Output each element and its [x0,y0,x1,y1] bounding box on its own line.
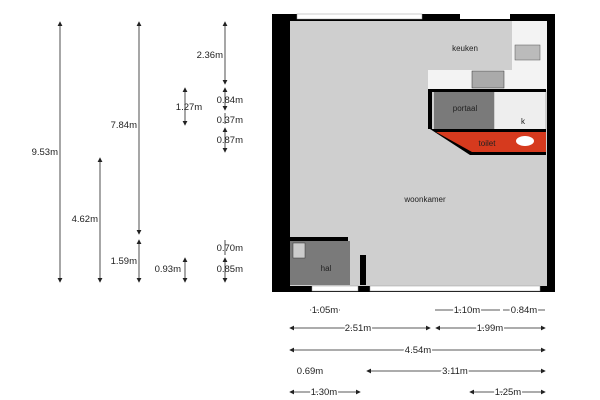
dim-label: 0.37m [217,115,243,126]
horizontal-dimensions: 1.05m 1.10m 0.84m 2.51m 1.99m 4.54m 0.69… [289,304,546,400]
dim-label: 0.87m [217,135,243,146]
wall [428,89,546,92]
dim-label: 0.69m [297,366,323,377]
dim-label: 2.51m [345,323,371,334]
front-door [311,285,359,292]
portaal-room [434,92,494,129]
dim-label: 1.05m [312,305,338,316]
room-label-portaal: portaal [453,104,478,113]
dim-label: 1.25m [495,387,521,398]
window [296,13,423,20]
dim-label: 1.30m [311,387,337,398]
dim-label: 0.84m [511,305,537,316]
sink-icon [514,44,541,61]
stove-icon [471,70,505,89]
dim-label: 0.85m [217,264,243,275]
vertical-dimensions: 9.53m 7.84m 4.62m 1.59m 2.36m 0.84m 1.27… [32,21,243,283]
dim-label: 0.84m [217,95,243,106]
dim-label: 4.54m [405,345,431,356]
stairs-icon [495,92,545,129]
room-label-woonkamer: woonkamer [403,195,446,204]
dim-label: 1.10m [454,305,480,316]
room-label-toilet: toilet [479,139,497,148]
meter-cupboard-icon [292,242,306,259]
toilet-room [436,132,546,152]
dim-label: 0.93m [155,264,181,275]
wall [290,237,348,241]
room-label-keuken: keuken [452,44,478,53]
window [369,285,541,292]
toilet-icon [516,136,534,146]
dim-label: 3.11m [442,366,468,377]
dim-label: 1.59m [111,256,137,267]
wall [360,255,366,285]
plan: keuken portaal k toilet woonkamer hal [272,13,555,292]
door-opening [460,14,510,19]
room-label-kast: k [521,117,526,126]
dim-label: 0.70m [217,243,243,254]
dim-label: 2.36m [197,50,223,61]
room-label-hal: hal [321,264,332,273]
wall [428,89,432,129]
dim-label: 9.53m [32,147,58,158]
dim-label: 4.62m [72,214,98,225]
dim-label: 1.27m [176,102,202,113]
dim-label: 1.99m [477,323,503,334]
dim-label: 7.84m [111,120,137,131]
